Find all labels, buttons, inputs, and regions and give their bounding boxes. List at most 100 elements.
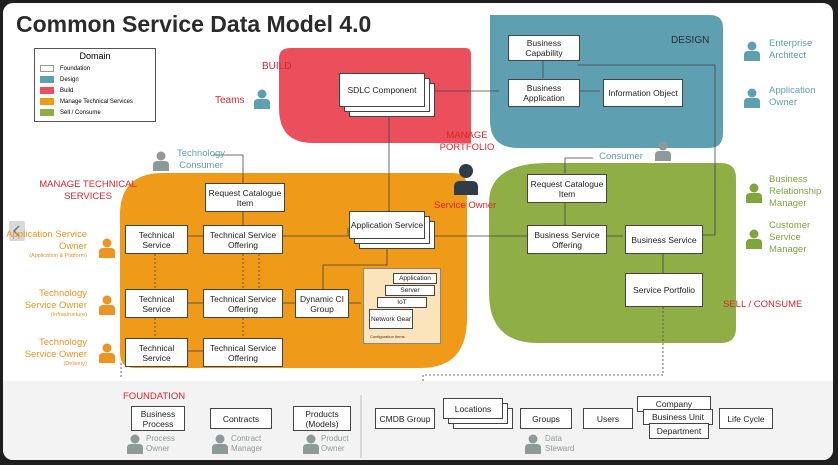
application-service-box[interactable]: Application Service [349, 211, 425, 239]
role-contract-manager: Contract Manager [231, 434, 263, 453]
request-catalogue-item-sell-box[interactable]: Request Catalogue Item [527, 174, 607, 203]
life-cycle-box[interactable]: Life Cycle [719, 408, 773, 429]
technical-service-box[interactable]: Technical Service [125, 225, 188, 254]
role-technology-service-owner-delivery-sub: (Delivery) [63, 361, 87, 367]
technology-service-owner-delivery-icon [99, 343, 115, 363]
role-process-owner: Process Owner [146, 434, 175, 453]
role-product-owner: Product Owner [321, 434, 349, 453]
chevron-left-icon [12, 225, 20, 237]
legend-item-design: Design [40, 76, 79, 83]
role-business-consumer: Business Consumer [599, 139, 643, 162]
role-teams: Teams [215, 95, 245, 106]
connector-bizconsumer-req [564, 157, 593, 173]
legend-swatch [40, 76, 54, 83]
region-label-foundation: FOUNDATION [123, 391, 186, 402]
legend-label: Foundation [60, 65, 91, 72]
legend-swatch [40, 109, 54, 116]
users-box[interactable]: Users [583, 408, 633, 429]
role-technology-service-owner-delivery: Technology Service Owner [24, 337, 87, 360]
business-application-box[interactable]: Business Application [508, 79, 580, 107]
technology-service-owner-infra-icon [99, 295, 115, 315]
enterprise-architect-icon [744, 41, 760, 61]
connector-portfolio-foundation [422, 307, 664, 383]
application-service-owner-icon [99, 238, 115, 258]
business-capability-box[interactable]: Business Capability [508, 35, 580, 61]
cmdb-group-box[interactable]: CMDB Group [375, 408, 435, 429]
customer-service-manager-icon [746, 229, 762, 249]
role-technology-service-owner-infra-sub: (Infrastructure) [50, 312, 87, 318]
sdlc-component-box[interactable]: SDLC Component [339, 73, 425, 107]
contracts-box[interactable]: Contracts [210, 408, 272, 429]
legend-label: Sell / Consume [60, 109, 101, 116]
diagram-canvas: Common Service Data Model 4.0 Domain Fou… [3, 3, 833, 460]
region-label-design: DESIGN [671, 35, 710, 46]
application-owner-icon [744, 88, 760, 108]
legend-swatch [40, 98, 54, 105]
connector-dyn-loop [322, 248, 388, 291]
region-label-mts: MANAGE TECHNICAL SERVICES [39, 179, 137, 202]
ci-iot[interactable]: IoT [377, 297, 427, 308]
legend-swatch [40, 65, 54, 72]
business-service-offering-box[interactable]: Business Service Offering [527, 225, 607, 254]
legend-title: Domain [79, 51, 111, 61]
role-service-owner: Service Owner [434, 200, 497, 211]
role-data-steward: Data Steward [545, 434, 575, 453]
role-technology-service-owner-infra: Technology Service Owner [24, 288, 87, 311]
technical-service-offering-box[interactable]: Technical Service Offering [203, 338, 283, 367]
role-application-service-owner-sub: (Application & Platform) [29, 253, 87, 259]
region-label-sell: SELL / CONSUME [723, 299, 803, 310]
ci-network-gear[interactable]: Network Gear [369, 309, 413, 329]
ci-application[interactable]: Application [393, 273, 437, 284]
business-relationship-manager-icon [746, 183, 762, 203]
role-business-relationship-manager: Business Relationship Manager [769, 174, 822, 209]
role-customer-service-manager: Customer Service Manager [769, 220, 811, 255]
role-application-owner: Application Owner [769, 85, 816, 108]
technical-service-offering-box[interactable]: Technical Service Offering [203, 225, 283, 254]
products-models-box[interactable]: Products (Models) [293, 406, 351, 431]
role-technology-consumer: Technology Consumer [176, 148, 226, 171]
process-owner-icon [127, 434, 143, 454]
left-tab [9, 221, 25, 241]
locations-box[interactable]: Locations [443, 398, 503, 419]
ci-server[interactable]: Server [385, 285, 435, 296]
region-label-build: BUILD [262, 61, 292, 72]
legend-item-mts: Manage Technical Services [40, 98, 133, 105]
contract-manager-icon [212, 434, 228, 454]
service-owner-icon [454, 164, 478, 195]
legend-label: Design [60, 76, 79, 83]
product-owner-icon [303, 434, 319, 454]
technical-service-box[interactable]: Technical Service [125, 289, 188, 318]
ci-caption: Configuration Items [370, 334, 405, 339]
service-portfolio-box[interactable]: Service Portfolio [625, 273, 703, 307]
legend-item-build: Build [40, 87, 73, 94]
technical-service-box[interactable]: Technical Service [125, 338, 188, 367]
business-process-box[interactable]: Business Process [131, 406, 185, 431]
region-label-manage-portfolio: MANAGE PORTFOLIO [439, 130, 495, 153]
connector-lines [120, 60, 716, 383]
business-consumer-icon [655, 141, 671, 161]
legend: Domain Foundation Design Build Manage Te… [34, 48, 156, 122]
role-enterprise-architect: Enterprise Architect [769, 38, 813, 61]
connector-design-bizsvc [578, 64, 716, 236]
information-object-box[interactable]: Information Object [603, 79, 683, 107]
legend-label: Build [60, 87, 74, 94]
legend-item-foundation: Foundation [40, 65, 90, 72]
data-steward-icon [525, 434, 541, 454]
people-layer [9, 41, 762, 454]
business-service-box[interactable]: Business Service [625, 225, 703, 254]
page-title: Common Service Data Model 4.0 [16, 11, 372, 37]
role-application-service-owner: Application Service Owner [6, 229, 87, 252]
legend-label: Manage Technical Services [60, 98, 133, 105]
technology-consumer-icon [153, 151, 169, 171]
dynamic-ci-group-box[interactable]: Dynamic CI Group [295, 289, 349, 318]
connector-tso1-appsvc [283, 228, 349, 237]
teams-icon [254, 89, 270, 109]
request-catalogue-item-mts-box[interactable]: Request Catalogue Item [205, 183, 285, 212]
legend-swatch [40, 87, 54, 94]
technical-service-offering-box[interactable]: Technical Service Offering [203, 289, 283, 318]
groups-box[interactable]: Groups [520, 408, 572, 429]
connector-techconsumer-req [213, 154, 244, 183]
legend-item-sell: Sell / Consume [40, 109, 101, 116]
department-box[interactable]: Department [649, 423, 709, 439]
